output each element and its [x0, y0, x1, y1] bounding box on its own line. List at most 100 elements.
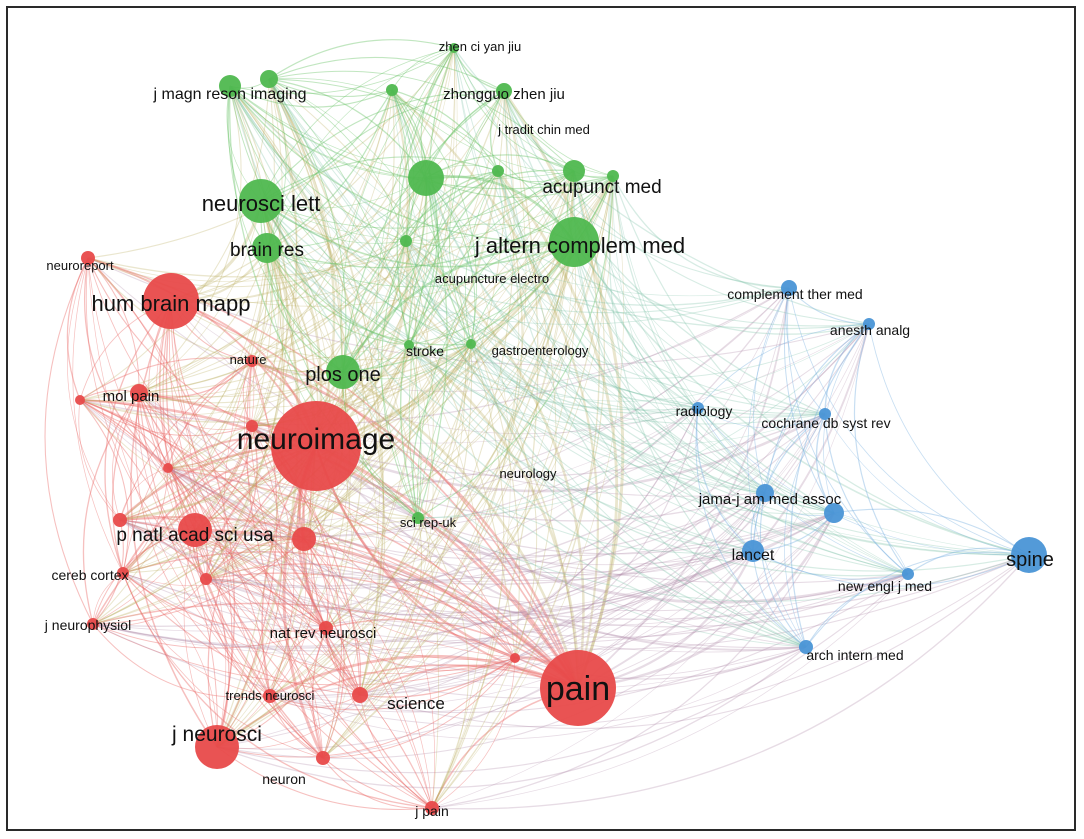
edge-neurology-r_extra4 — [167, 467, 516, 659]
edge-neuroreport-acupuncture_electro — [87, 240, 407, 288]
label-spine: spine — [1006, 549, 1054, 571]
edge-acupunct_med-plos_one — [342, 170, 575, 373]
node-complement-ther-med[interactable] — [781, 280, 797, 296]
edge-pain-stroke — [408, 343, 580, 689]
edge-j_altern_complem_med-stroke — [408, 241, 575, 346]
node-j-magn-reson-imaging[interactable] — [219, 75, 241, 97]
node-j-neurophysiol[interactable] — [87, 618, 99, 630]
node-science[interactable] — [352, 687, 368, 703]
node-b-extra1[interactable] — [824, 503, 844, 523]
node-lancet[interactable] — [742, 540, 764, 562]
edge-trends_neurosci-r_extra3 — [79, 399, 271, 697]
node-acupuncture-electro[interactable] — [400, 235, 412, 247]
edge-g_extra1-anesth_analg — [425, 177, 870, 327]
edge-plos_one-g_extra2 — [268, 78, 347, 373]
node-g-extra1[interactable] — [408, 160, 444, 196]
edge-anesth_analg-new_engl_j_med — [853, 323, 909, 575]
edge-nature-cereb_cortex — [122, 360, 253, 574]
edge-j_tradit_chin_med-arch_intern_med — [497, 170, 807, 648]
edge-trends_neurosci-j_pain — [269, 695, 433, 809]
node-cochrane-db-syst-rev[interactable] — [819, 408, 831, 420]
edge-lancet-new_engl_j_med — [752, 550, 909, 580]
edge-sci_rep_uk-g_extra4 — [417, 175, 614, 519]
edge-nat_rev_neurosci-g_extra4 — [325, 175, 614, 629]
node-spine[interactable] — [1011, 537, 1047, 573]
node-j-tradit-chin-med[interactable] — [492, 165, 504, 177]
edge-j_pain-r_extra2 — [205, 578, 433, 809]
edge-nat_rev_neurosci-r_extra2 — [205, 578, 327, 629]
node-r-extra2[interactable] — [200, 573, 212, 585]
edge-r_extra1-b_extra1 — [303, 512, 835, 581]
node-plos-one[interactable] — [326, 355, 360, 389]
node-g-extra4[interactable] — [607, 170, 619, 182]
node-zhongguo-zhen-jiu[interactable] — [496, 83, 512, 99]
node-acupunct-med[interactable] — [563, 160, 585, 182]
node-j-altern-complem-med[interactable] — [549, 217, 599, 267]
edge-nature-trends_neurosci — [223, 360, 271, 697]
label-arch-intern-med: arch intern med — [806, 647, 903, 663]
label-p-natl-acad-sci-usa: p natl acad sci usa — [116, 525, 274, 546]
edge-radiology-spine — [697, 407, 1030, 556]
node-g-extra2[interactable] — [260, 70, 278, 88]
node-mol-pain[interactable] — [130, 384, 148, 402]
edge-science-r_extra4 — [167, 467, 361, 696]
edge-j_magn_reson_imaging-jama — [229, 85, 766, 494]
edge-stroke-radiology — [408, 344, 699, 426]
node-r-extra4[interactable] — [163, 463, 173, 473]
node-neurosci-lett[interactable] — [239, 179, 283, 223]
edge-j_tradit_chin_med-g_extra2 — [268, 77, 499, 172]
node-g-extra3[interactable] — [386, 84, 398, 96]
node-j-neurosci[interactable] — [195, 725, 239, 769]
edge-brain_res-acupuncture_electro — [266, 240, 407, 264]
node-pain[interactable] — [540, 650, 616, 726]
edge-cochrane_db_syst_rev-arch_intern_med — [784, 413, 826, 648]
edge-j_pain-acupunct_med — [431, 170, 600, 809]
node-r-extra1[interactable] — [292, 527, 316, 551]
node-neuroimage[interactable] — [271, 401, 361, 491]
node-anesth-analg[interactable] — [863, 318, 875, 330]
edge-pain-b_extra1 — [577, 512, 836, 690]
edge-science-brain_res — [266, 247, 379, 696]
edge-new_engl_j_med-arch_intern_med — [805, 573, 909, 648]
node-r-extra3[interactable] — [75, 395, 85, 405]
node-brain-res[interactable] — [252, 233, 282, 263]
node-cereb-cortex[interactable] — [117, 567, 129, 579]
edge-p_natl_acad_sci_usa-j_neurosci — [183, 529, 218, 748]
node-gastroenterology[interactable] — [466, 339, 476, 349]
node-r-extra5[interactable] — [113, 513, 127, 527]
edge-j_magn_reson_imaging-new_engl_j_med — [229, 85, 909, 575]
edge-gastroenterology-arch_intern_med — [470, 343, 807, 648]
node-zhen-ci-yan-jiu[interactable] — [449, 43, 459, 53]
edge-neurosci_lett-plos_one — [260, 200, 344, 373]
node-r-extra6[interactable] — [246, 420, 258, 432]
edge-j_neurophysiol-g_extra2 — [92, 78, 275, 625]
edge-j_magn_reson_imaging-b_extra1 — [229, 85, 835, 514]
node-arch-intern-med[interactable] — [799, 640, 813, 654]
node-neuron[interactable] — [316, 751, 330, 765]
node-stroke[interactable] — [404, 340, 414, 350]
node-neuroreport[interactable] — [81, 251, 95, 265]
edge-hum_brain_mapp-g_extra3 — [170, 89, 393, 302]
node-j-pain[interactable] — [425, 801, 439, 815]
node-nat-rev-neurosci[interactable] — [319, 621, 333, 635]
node-neurology[interactable] — [510, 653, 520, 663]
edge-cereb_cortex-brain_res — [122, 247, 268, 574]
node-sci-rep-uk[interactable] — [412, 512, 424, 524]
edge-brain_res-radiology — [266, 247, 699, 411]
node-p-natl-acad-sci-usa[interactable] — [178, 513, 212, 547]
node-hum-brain-mapp[interactable] — [143, 273, 199, 329]
label-cereb-cortex: cereb cortex — [51, 567, 128, 583]
node-radiology[interactable] — [692, 402, 704, 414]
node-nature[interactable] — [246, 355, 258, 367]
node-trends-neurosci[interactable] — [263, 689, 277, 703]
edge-neuron-zhongguo_zhen_jiu — [322, 90, 527, 759]
edge-cereb_cortex-nat_rev_neurosci — [122, 572, 327, 632]
edge-trends_neurosci-neuron — [269, 695, 324, 759]
node-new-engl-j-med[interactable] — [902, 568, 914, 580]
node-jama[interactable] — [756, 484, 774, 502]
label-hum-brain-mapp: hum brain mapp — [92, 291, 251, 316]
edge-spine-arch_intern_med — [805, 551, 1030, 648]
edge-j_magn_reson_imaging-j_tradit_chin_med — [229, 85, 499, 179]
edge-neuroreport-r_extra6 — [87, 257, 253, 427]
